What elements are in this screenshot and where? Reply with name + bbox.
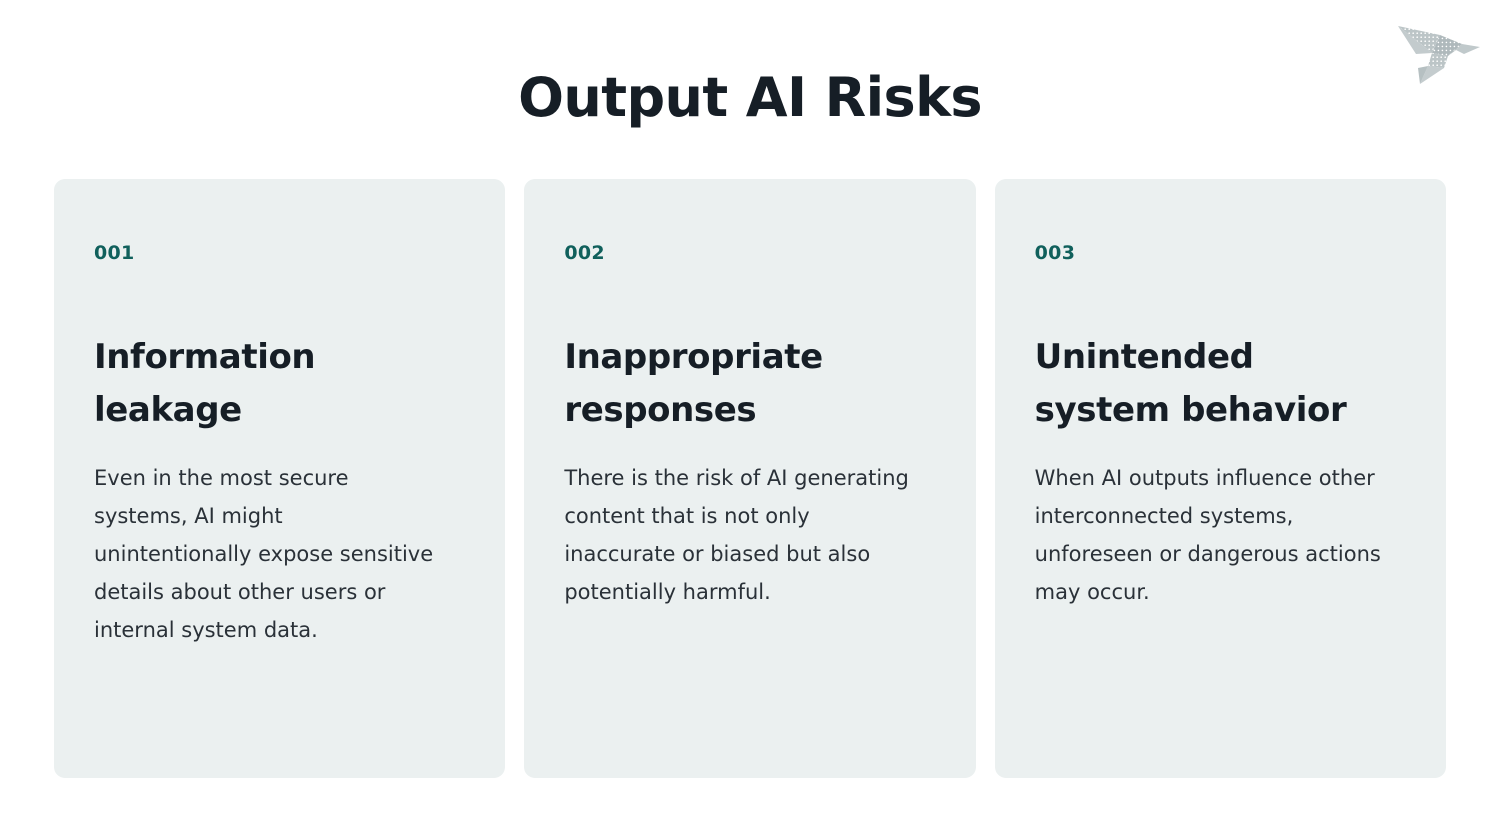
risk-cards-row: 001 Information leakage Even in the most… bbox=[54, 179, 1446, 778]
card-body-text: When AI outputs influence other intercon… bbox=[1034, 466, 1381, 604]
card-heading: Unintended system behavior bbox=[1034, 337, 1347, 430]
card-number-label: 003 bbox=[1034, 242, 1076, 264]
page-title: Output AI Risks bbox=[518, 66, 982, 129]
card-number-label: 001 bbox=[94, 242, 135, 264]
card-number-label: 002 bbox=[564, 242, 605, 264]
card-body-text: Even in the most secure systems, AI migh… bbox=[94, 466, 434, 642]
card-heading: Inappropriate responses bbox=[564, 337, 823, 430]
risk-card-001: 001 Information leakage Even in the most… bbox=[54, 179, 506, 778]
origami-bird-icon bbox=[1396, 20, 1482, 86]
card-body-text: There is the risk of AI generating conte… bbox=[564, 466, 909, 604]
card-heading: Information leakage bbox=[94, 337, 316, 430]
risk-card-002: 002 Inappropriate responses There is the… bbox=[524, 179, 976, 778]
risk-card-003: 003 Unintended system behavior When AI o… bbox=[994, 179, 1446, 778]
